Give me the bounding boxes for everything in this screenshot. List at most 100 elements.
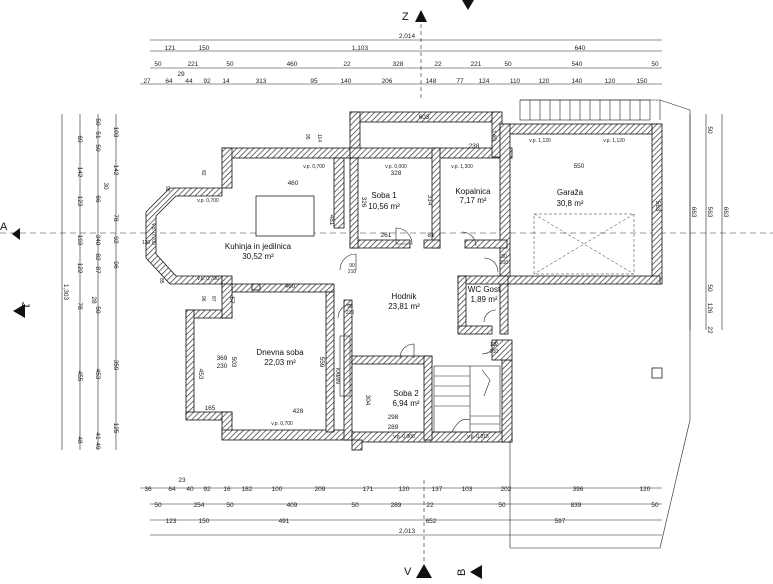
svg-text:v.p. 1,120: v.p. 1,120 xyxy=(529,138,551,144)
svg-text:150: 150 xyxy=(199,518,210,525)
svg-text:182: 182 xyxy=(242,486,253,493)
svg-text:J: J xyxy=(19,302,31,308)
room-wc-name: WC Gost xyxy=(468,285,501,294)
compass-b: B xyxy=(456,565,482,579)
svg-text:92: 92 xyxy=(164,186,170,192)
svg-text:85: 85 xyxy=(158,278,164,284)
top-dim: 50 xyxy=(154,61,162,68)
svg-text:Z: Z xyxy=(402,11,409,23)
svg-text:v.p. 1,300: v.p. 1,300 xyxy=(451,164,473,170)
svg-text:210: 210 xyxy=(346,310,355,316)
svg-text:210: 210 xyxy=(490,349,499,355)
svg-text:120: 120 xyxy=(399,486,410,493)
svg-text:36: 36 xyxy=(144,486,152,493)
svg-text:82: 82 xyxy=(200,170,206,176)
svg-text:50: 50 xyxy=(351,502,359,509)
svg-text:v.p. 0,900: v.p. 0,900 xyxy=(393,434,415,440)
doors xyxy=(337,227,499,397)
top-dim: 313 xyxy=(256,78,267,85)
bottom-dimensions: 23 36 64 40 92 16 182 100 209 171 120 13… xyxy=(140,477,662,536)
svg-text:23: 23 xyxy=(178,477,186,484)
top-dim: 92 xyxy=(203,78,211,85)
top-dim: 221 xyxy=(471,61,482,68)
svg-text:254: 254 xyxy=(194,502,205,509)
svg-text:453: 453 xyxy=(197,369,204,380)
svg-text:140: 140 xyxy=(490,130,497,141)
top-dim: 150 xyxy=(199,45,210,52)
svg-text:503: 503 xyxy=(230,357,237,368)
left-dim: 41 xyxy=(94,432,101,440)
svg-text:460: 460 xyxy=(288,180,299,187)
svg-text:481: 481 xyxy=(328,215,335,226)
svg-text:130: 130 xyxy=(142,240,151,246)
svg-text:559: 559 xyxy=(318,357,325,368)
left-dim: 78 xyxy=(112,214,119,222)
left-dim: 96 xyxy=(112,261,119,269)
kitchen-counter xyxy=(255,195,315,237)
top-dim: 44 xyxy=(185,78,193,85)
room-wc-area: 1,89 m² xyxy=(470,295,497,304)
left-dim: 49 xyxy=(94,442,101,450)
svg-text:210: 210 xyxy=(500,260,509,266)
inner-dimensions: 603 140 460 481 238 550 563 328 326 314 … xyxy=(142,114,661,431)
room-kitchen-area: 30,52 m² xyxy=(242,252,274,261)
svg-text:v.p. 0,700: v.p. 0,700 xyxy=(271,421,293,427)
top-dim: 120 xyxy=(539,78,550,85)
top-dim: 50 xyxy=(504,61,512,68)
svg-text:120: 120 xyxy=(640,486,651,493)
right-dim: 563 xyxy=(706,207,713,218)
top-dim: 22 xyxy=(434,61,442,68)
svg-text:238: 238 xyxy=(469,143,480,150)
svg-text:597: 597 xyxy=(555,518,566,525)
svg-text:409: 409 xyxy=(287,502,298,509)
svg-text:80: 80 xyxy=(501,254,507,260)
left-dim: 455 xyxy=(76,371,83,382)
garage-parking-mark xyxy=(533,213,635,275)
svg-text:96: 96 xyxy=(200,296,206,302)
right-dim: 22 xyxy=(706,326,713,334)
svg-text:298: 298 xyxy=(388,414,399,421)
left-dim: 50 xyxy=(94,118,101,126)
walls xyxy=(145,111,663,451)
compass-j: J xyxy=(13,302,31,318)
room-garaza-name: Garaža xyxy=(557,188,584,197)
svg-text:A: A xyxy=(0,221,8,233)
left-dim: 50 xyxy=(94,306,101,314)
svg-text:132: 132 xyxy=(490,342,499,348)
svg-text:396: 396 xyxy=(573,486,584,493)
svg-text:81: 81 xyxy=(427,232,435,239)
left-dim: 87 xyxy=(94,266,101,274)
column-square xyxy=(651,367,663,379)
top-dim: 460 xyxy=(287,61,298,68)
top-dim: 29 xyxy=(177,71,185,78)
svg-text:50: 50 xyxy=(498,502,506,509)
svg-text:50: 50 xyxy=(154,502,162,509)
svg-text:57: 57 xyxy=(228,296,235,304)
svg-text:v.p. 1,120: v.p. 1,120 xyxy=(603,138,625,144)
svg-text:103: 103 xyxy=(462,486,473,493)
svg-text:v.p. 0,700: v.p. 0,700 xyxy=(150,223,156,245)
svg-text:87: 87 xyxy=(210,296,216,302)
svg-text:B: B xyxy=(456,569,468,576)
svg-text:92: 92 xyxy=(203,486,211,493)
left-dim: 50 xyxy=(94,144,101,152)
svg-text:839: 839 xyxy=(571,502,582,509)
svg-text:550: 550 xyxy=(574,163,585,170)
left-dim: 359 xyxy=(112,360,119,371)
kamin-label: KAMIN xyxy=(334,368,340,384)
svg-text:230: 230 xyxy=(217,363,228,370)
svg-text:261: 261 xyxy=(381,232,392,239)
right-dim: 663 xyxy=(722,207,729,218)
svg-text:603: 603 xyxy=(419,114,430,121)
room-garaza-area: 30,8 m² xyxy=(556,199,583,208)
left-dim: 30 xyxy=(102,182,109,190)
svg-text:90: 90 xyxy=(347,304,353,310)
room-dnevna-area: 22,03 m² xyxy=(264,358,296,367)
svg-text:369: 369 xyxy=(217,355,228,362)
top-dim: 221 xyxy=(188,61,199,68)
room-kopalnica-area: 7,17 m² xyxy=(459,196,486,205)
svg-text:v.p. 0,815: v.p. 0,815 xyxy=(467,434,489,440)
room-labels: Kuhinja in jedilnica 30,52 m² Soba 1 10,… xyxy=(225,187,584,408)
left-dim: 340 xyxy=(94,235,101,246)
